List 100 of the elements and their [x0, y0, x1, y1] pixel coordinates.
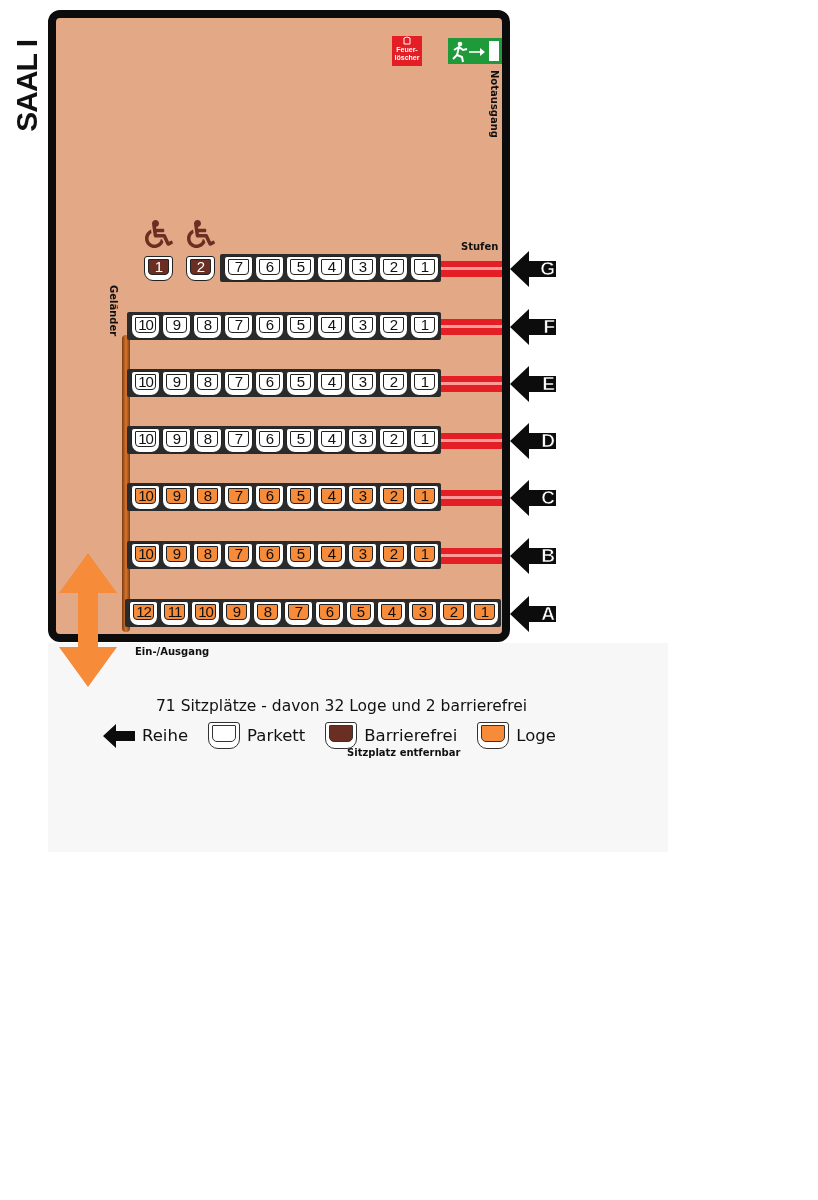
seat [377, 601, 406, 626]
seat-number: 7 [228, 546, 249, 562]
seat [255, 485, 284, 510]
seat [224, 314, 253, 339]
seat [193, 314, 222, 339]
seat [255, 314, 284, 339]
seat-number: 3 [352, 317, 373, 333]
legend-text: Reihe [142, 726, 189, 745]
row-marker [510, 251, 556, 287]
seat-number: 1 [414, 317, 435, 333]
seat-number: 4 [321, 488, 342, 504]
seat [224, 428, 253, 453]
plan-label: Sitzplatz entfernbar [347, 747, 461, 758]
row-marker [510, 480, 556, 516]
seat-number: 11 [164, 604, 185, 620]
row-letter: C [541, 487, 555, 509]
seat [317, 543, 346, 568]
seat [348, 256, 377, 281]
legend-text: Barrierefrei [364, 726, 458, 745]
seat [162, 543, 191, 568]
seat [131, 543, 160, 568]
seat [131, 428, 160, 453]
seat [348, 314, 377, 339]
seat-number: 9 [166, 317, 187, 333]
legend-text: Parkett [247, 726, 306, 745]
seat [191, 601, 220, 626]
seat [379, 428, 408, 453]
seat [224, 371, 253, 396]
seat-number: 4 [321, 374, 342, 390]
seat-number: 1 [414, 259, 435, 275]
seat [410, 256, 439, 281]
seat [410, 543, 439, 568]
seat-number: 4 [321, 431, 342, 447]
row-marker [510, 423, 556, 459]
seat-number: 8 [197, 546, 218, 562]
seat-number: 6 [259, 317, 280, 333]
vertical-label: Notausgang [489, 70, 500, 139]
seat [317, 371, 346, 396]
seat-number: 10 [135, 431, 156, 447]
seat [286, 428, 315, 453]
seat-number: 9 [226, 604, 247, 620]
seat-number: 6 [259, 488, 280, 504]
seat [379, 314, 408, 339]
seat-number: 3 [352, 259, 373, 275]
seat [379, 256, 408, 281]
seat-number: 1 [414, 374, 435, 390]
seat [255, 256, 284, 281]
seat-number: 2 [383, 546, 404, 562]
seat [222, 601, 251, 626]
seat [193, 371, 222, 396]
seat-number: 3 [352, 431, 373, 447]
seat-number: 9 [166, 488, 187, 504]
seat [253, 601, 282, 626]
seat [346, 601, 375, 626]
seat-number: 7 [228, 488, 249, 504]
seat-number: 5 [290, 317, 311, 333]
seat-number: 6 [259, 374, 280, 390]
seat [162, 314, 191, 339]
seat [410, 485, 439, 510]
seat [255, 371, 284, 396]
seat-number: 10 [135, 374, 156, 390]
seat-number: 8 [197, 431, 218, 447]
seat-number: 1 [474, 604, 495, 620]
row-letter: G [540, 258, 555, 280]
vertical-label: Geländer [108, 285, 119, 337]
seat-number: 7 [288, 604, 309, 620]
seat-number: 4 [321, 259, 342, 275]
seat-number: 9 [166, 546, 187, 562]
seat [348, 543, 377, 568]
seat [162, 371, 191, 396]
seat [317, 256, 346, 281]
seat-number: 8 [197, 488, 218, 504]
seat-number: 8 [197, 374, 218, 390]
row-marker [510, 366, 556, 402]
seat-number: 2 [383, 488, 404, 504]
seat [284, 601, 313, 626]
seat [224, 485, 253, 510]
seat-number: 10 [135, 317, 156, 333]
seat-number: 7 [228, 431, 249, 447]
plan-label: Ein-/Ausgang [135, 646, 210, 657]
seat-number: 5 [350, 604, 371, 620]
seat [193, 543, 222, 568]
plan-label: Stufen [461, 241, 499, 252]
seat-count-text: 71 Sitzplätze - davon 32 Loge und 2 barrierefrei [156, 697, 528, 715]
seat-number: 8 [197, 317, 218, 333]
seat [348, 485, 377, 510]
seat-number: 3 [352, 374, 373, 390]
seat-number: 6 [259, 431, 280, 447]
seat-number: 7 [228, 374, 249, 390]
seat [470, 601, 499, 626]
seat-number: 9 [166, 374, 187, 390]
seat-number: 5 [290, 546, 311, 562]
legend-text: Loge [516, 726, 556, 745]
seat-number: 2 [443, 604, 464, 620]
row-letter: E [542, 373, 555, 395]
seat [224, 543, 253, 568]
seat [131, 485, 160, 510]
seat-number: 10 [135, 546, 156, 562]
seat-number: 6 [319, 604, 340, 620]
seat [186, 256, 215, 281]
